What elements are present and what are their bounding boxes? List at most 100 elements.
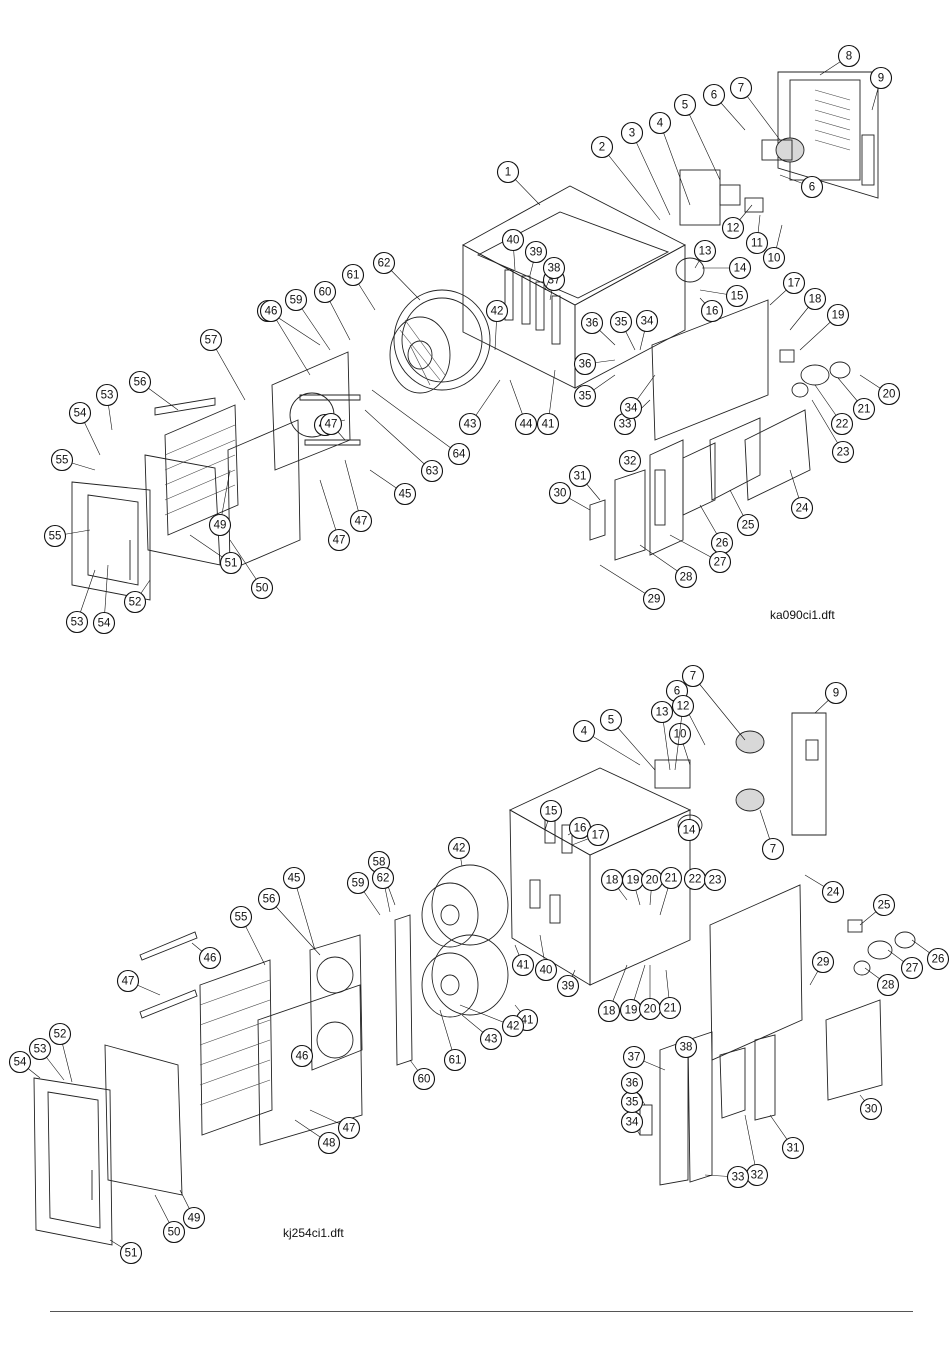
callout-number: 21 [664, 1003, 677, 1015]
callout-number: 55 [49, 531, 62, 543]
d2-callout-19: 19 [619, 964, 646, 1022]
callout-balloon [721, 216, 745, 240]
callout-number: 44 [520, 419, 533, 431]
callout-number: 22 [836, 419, 849, 431]
d2-callout-34: 34 [620, 1110, 644, 1136]
callout-balloon [590, 135, 614, 159]
callout-number: 60 [418, 1074, 431, 1086]
callout-balloon [877, 382, 901, 406]
callout-number: 2 [599, 142, 605, 154]
callout-number: 51 [125, 1248, 138, 1260]
callout-balloon [447, 442, 471, 466]
d2-callout-16: 16 [567, 816, 592, 840]
callout-number: 18 [809, 294, 822, 306]
callout-balloon [485, 299, 509, 323]
d1-callout-6: 6 [702, 83, 746, 131]
callout-balloon [198, 946, 222, 970]
callout-balloon [826, 303, 850, 327]
d1-callout-35: 35 [573, 374, 616, 408]
d1-callout-36: 36 [580, 311, 616, 346]
d1-callout-1: 1 [496, 160, 541, 206]
rear-panel [777, 71, 879, 199]
callout-balloon [642, 587, 666, 611]
callout-balloon [162, 1220, 186, 1244]
callout-balloon [341, 263, 365, 287]
callout-balloon [573, 352, 597, 376]
callout-balloon [317, 1131, 341, 1155]
callout-number: 43 [485, 1034, 498, 1046]
callout-number: 6 [711, 90, 717, 102]
callout-number: 57 [205, 335, 218, 347]
callout-balloon [622, 1045, 646, 1069]
d1-callout-19: 19 [799, 303, 850, 351]
d1-callout-42: 42 [485, 299, 509, 351]
d2-callout-10: 10 [668, 722, 692, 766]
callout-number: 4 [581, 726, 588, 738]
d1-callout-20: 20 [859, 374, 901, 406]
callout-balloon [597, 999, 621, 1023]
d1-callout-60: 60 [313, 280, 351, 341]
d1-callout-32: 32 [618, 449, 642, 473]
d2-callout-30: 30 [859, 1094, 883, 1121]
callout-balloon [229, 905, 253, 929]
callout-balloon [761, 837, 785, 861]
callout-balloon [412, 1067, 436, 1091]
callout-number: 14 [683, 825, 696, 837]
d1-callout-17: 17 [769, 271, 806, 306]
d1-callout-27: 27 [669, 534, 732, 574]
callout-balloon [501, 1014, 525, 1038]
d2-callout-25: 25 [859, 893, 896, 926]
oven-door [71, 454, 221, 601]
d2-callout-18: 18 [597, 964, 628, 1023]
d2-callout-46: 46 [191, 942, 222, 970]
d1-callout-54: 54 [92, 564, 116, 635]
callout-number: 47 [122, 976, 135, 988]
callout-number: 9 [878, 73, 884, 85]
d1-callout-6: 6 [779, 174, 824, 199]
d2-callout-47: 47 [116, 969, 161, 996]
leader-line [268, 898, 321, 956]
callout-balloon [250, 576, 274, 600]
callout-number: 29 [817, 957, 830, 969]
d1-callout-21: 21 [837, 377, 876, 421]
shelf-racks [154, 394, 361, 536]
d1-callout-64: 64 [371, 389, 471, 466]
callout-number: 42 [453, 843, 466, 855]
d2-callout-12: 12 [671, 694, 695, 771]
d2-callout-19: 19 [621, 868, 645, 906]
callout-balloon [337, 1116, 361, 1140]
d1-callout-49: 49 [208, 469, 232, 537]
callout-number: 42 [491, 306, 504, 318]
callout-balloon [852, 397, 876, 421]
d1-callout-4: 4 [648, 111, 691, 206]
callout-balloon [119, 1241, 143, 1265]
d2-callout-36: 36 [620, 1071, 646, 1106]
callout-balloon [876, 973, 900, 997]
callout-number: 41 [542, 419, 555, 431]
callout-number: 61 [449, 1055, 462, 1067]
footer-divider [50, 1311, 913, 1312]
callout-number: 19 [625, 1005, 638, 1017]
callout-balloon [700, 299, 724, 323]
callout-balloon [572, 719, 596, 743]
d1-callout-40: 40 [501, 228, 525, 271]
callout-balloon [282, 866, 306, 890]
callout-balloon [703, 868, 727, 892]
d1-callout-28: 28 [639, 544, 698, 589]
d2-callout-4: 4 [572, 719, 641, 766]
callout-balloon [708, 550, 732, 574]
d2-callout-55: 55 [229, 905, 266, 966]
d1-callout-39: 39 [524, 240, 548, 276]
callout-balloon [393, 482, 417, 506]
callout-number: 42 [507, 1021, 520, 1033]
d1-callout-52: 52 [123, 579, 151, 614]
callout-number: 62 [378, 258, 391, 270]
callout-balloon [327, 528, 351, 552]
d2-callout-13: 13 [650, 700, 674, 771]
d2-callout-23: 23 [703, 868, 727, 892]
callout-balloon [673, 93, 697, 117]
callout-balloon [420, 459, 444, 483]
d2-callout-20: 20 [640, 868, 664, 906]
d1-callout-56: 56 [128, 370, 179, 411]
